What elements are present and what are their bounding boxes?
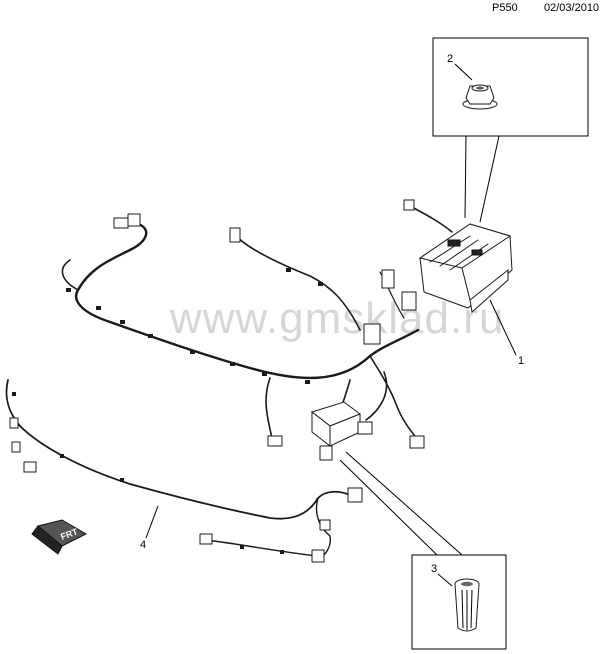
diagram-date: 02/03/2010 xyxy=(544,2,600,14)
nut-icon xyxy=(462,84,498,110)
page-code: P550 xyxy=(492,2,518,14)
connector-retainer-icon xyxy=(454,578,480,632)
callout-3: 3 xyxy=(431,563,437,575)
detail-box-nut: 2 xyxy=(432,37,589,223)
relay-bracket xyxy=(310,401,373,461)
detail-box-retainer: 3 xyxy=(339,451,507,650)
fuse-block: 1 xyxy=(418,223,524,367)
callout-1: 1 xyxy=(518,355,524,367)
front-direction-icon: FRT xyxy=(31,519,88,555)
callout-4: 4 xyxy=(140,539,146,551)
engine-harness xyxy=(61,199,453,449)
watermark: www.gmsklad.ru xyxy=(169,294,504,343)
bumper-harness: 4 xyxy=(5,379,363,563)
callout-2: 2 xyxy=(447,53,453,65)
